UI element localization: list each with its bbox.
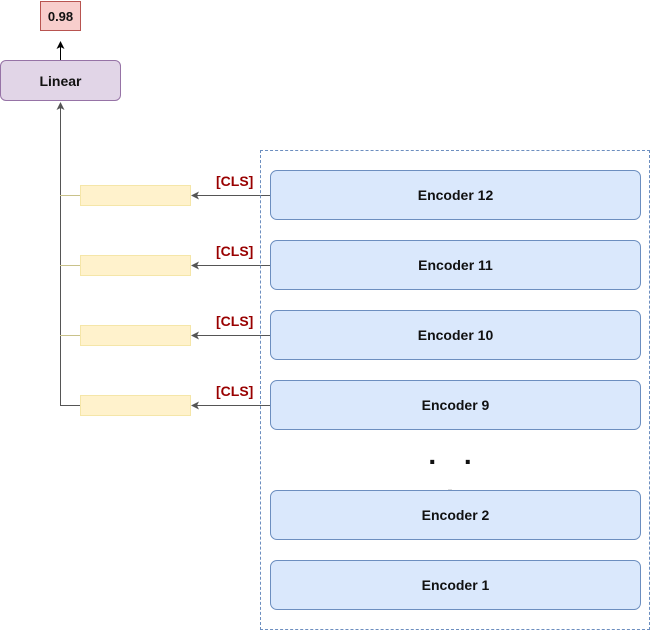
encoder-stack-frame xyxy=(260,150,650,630)
cls-embedding-12 xyxy=(80,185,191,206)
output-score: 0.98 xyxy=(40,1,81,31)
encoder-10: Encoder 10 xyxy=(270,310,641,360)
encoder-2: Encoder 2 xyxy=(270,490,641,540)
cls-embedding-11 xyxy=(80,255,191,276)
encoder-1: Encoder 1 xyxy=(270,560,641,610)
cls-label-10: [CLS] xyxy=(216,313,254,329)
cls-embedding-10 xyxy=(80,325,191,346)
encoder-11: Encoder 11 xyxy=(270,240,641,290)
ellipsis: . . . xyxy=(428,439,482,500)
encoder-9: Encoder 9 xyxy=(270,380,641,430)
cls-embedding-9 xyxy=(80,395,191,416)
cls-label-12: [CLS] xyxy=(216,173,254,189)
cls-label-9: [CLS] xyxy=(216,383,254,399)
linear-layer: Linear xyxy=(0,60,121,101)
cls-label-11: [CLS] xyxy=(216,243,254,259)
encoder-12: Encoder 12 xyxy=(270,170,641,220)
